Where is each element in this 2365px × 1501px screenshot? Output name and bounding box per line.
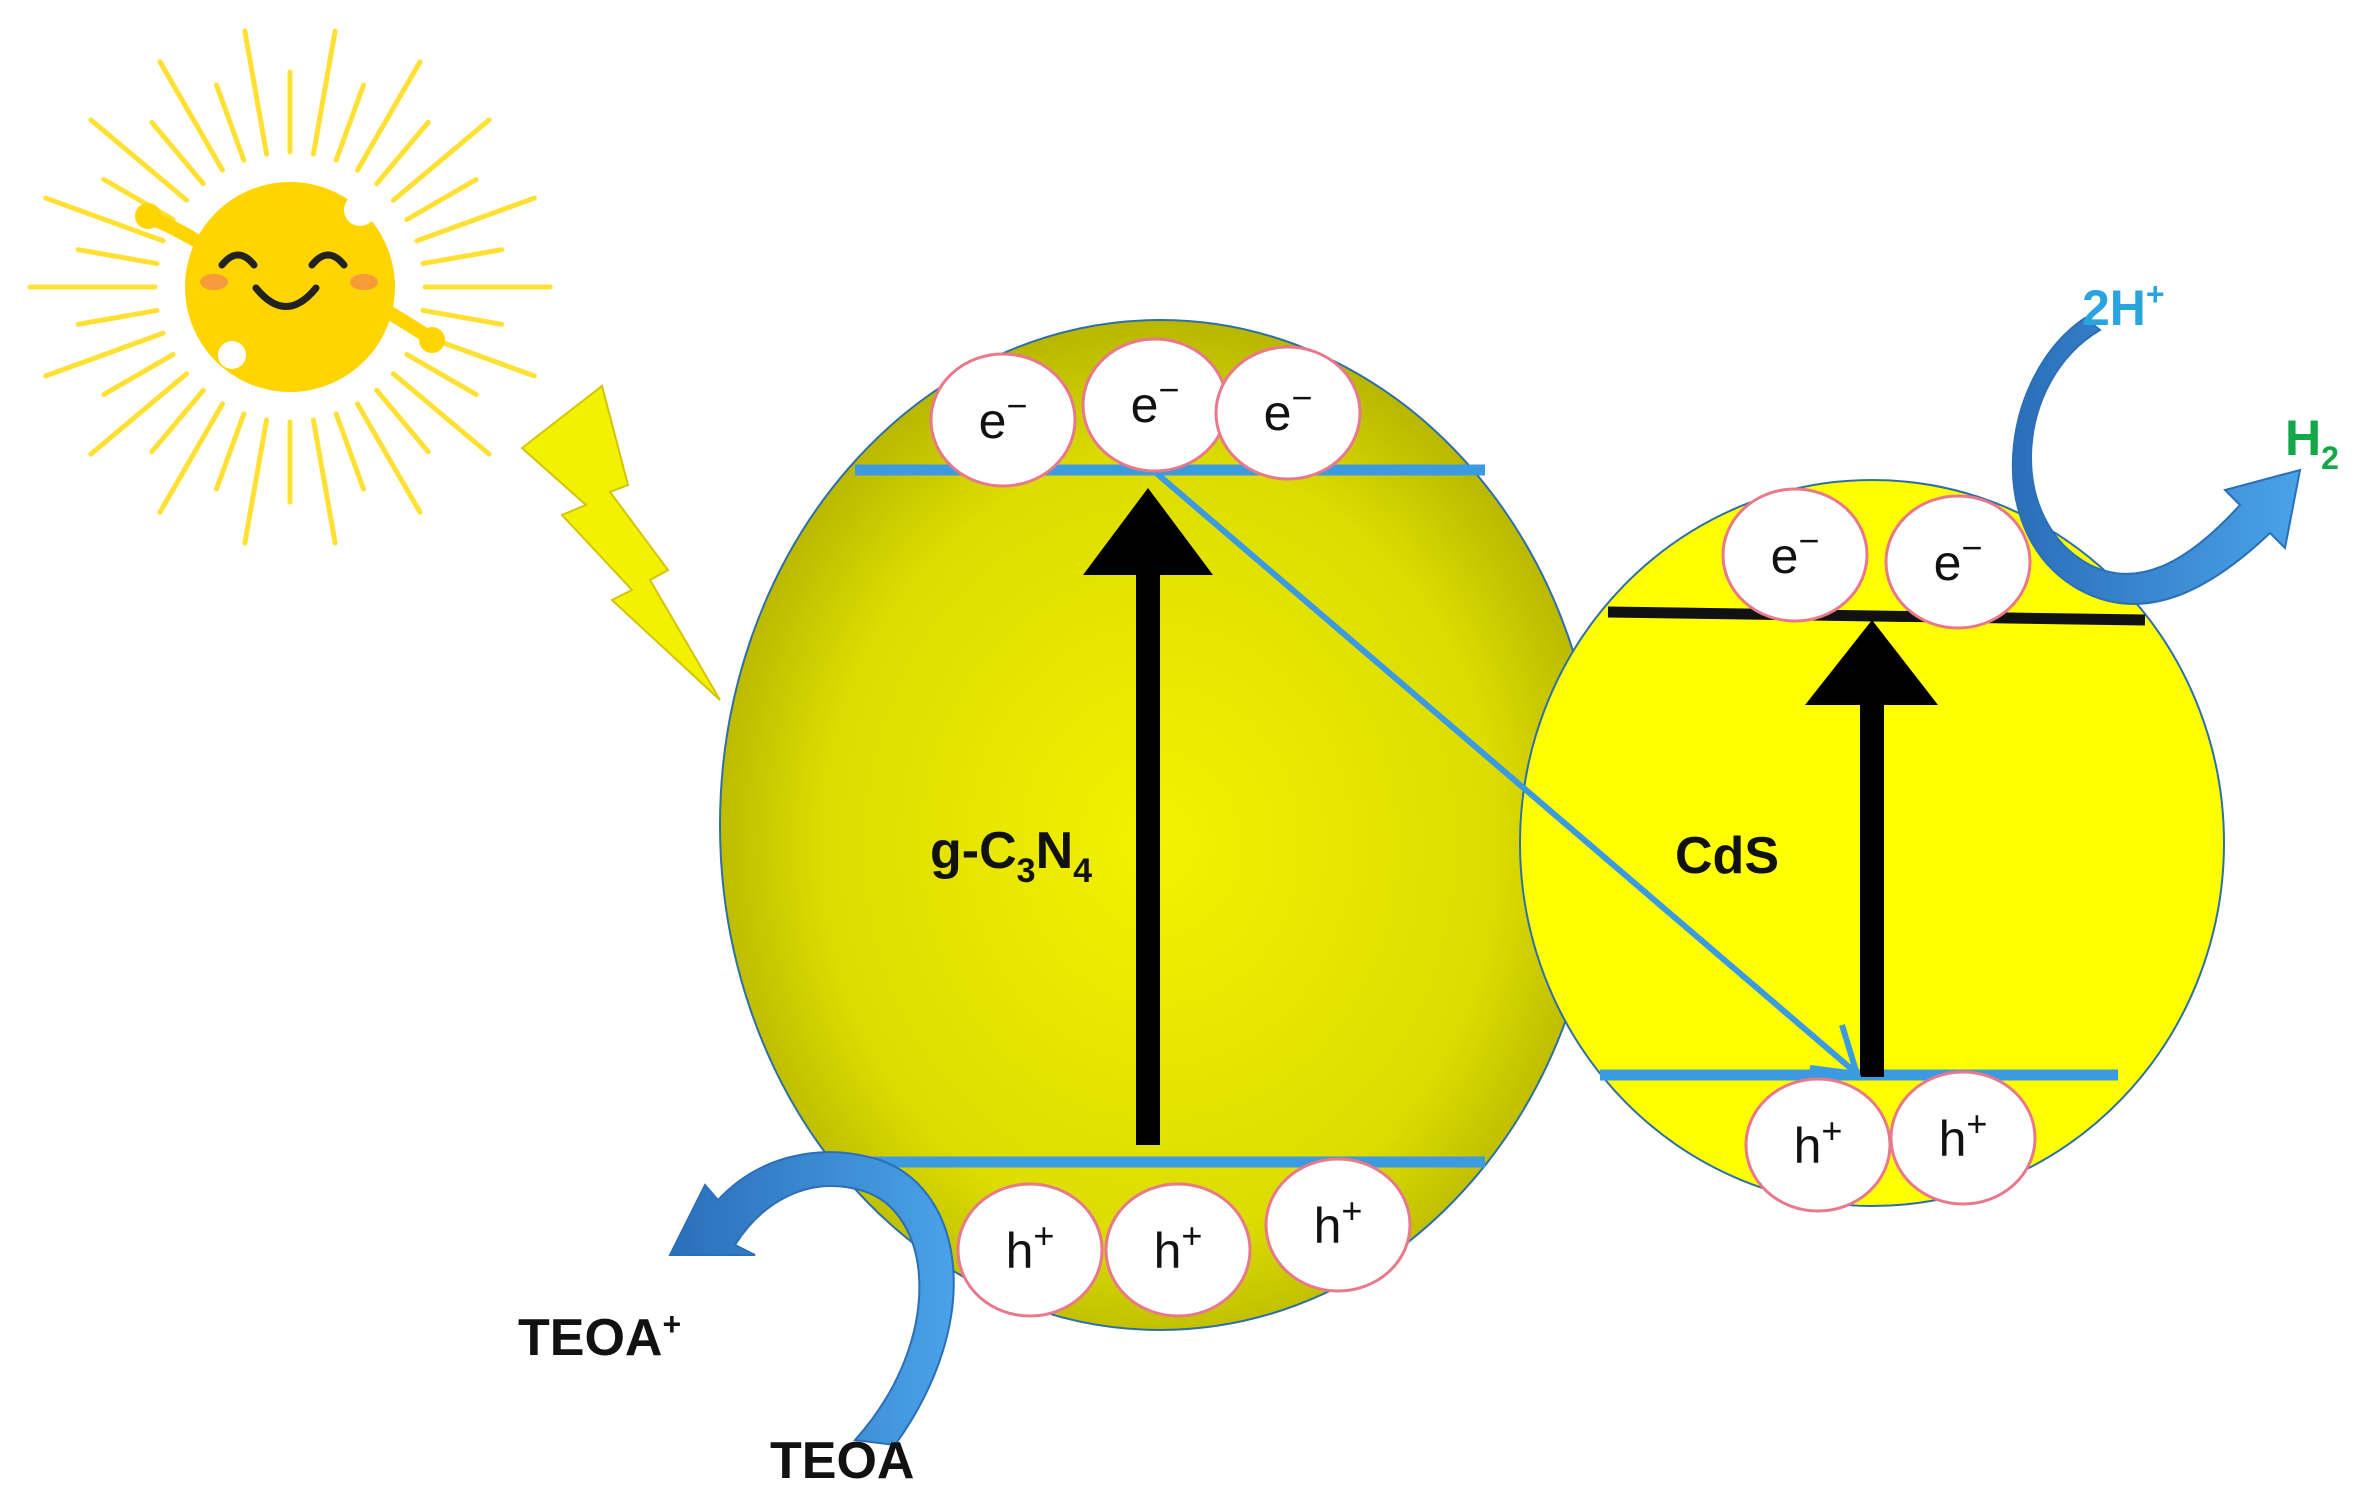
- sun-ray: [75, 247, 160, 267]
- cds-electrons: e− e−: [1721, 487, 2032, 630]
- electron-bubble: e−: [1884, 494, 2032, 630]
- svg-text:h+: h+: [1794, 1110, 1843, 1174]
- two-h-plus-label: 2H+: [2082, 276, 2165, 336]
- h2-label: H2: [2285, 410, 2339, 476]
- svg-text:h+: h+: [1939, 1103, 1988, 1167]
- electron-bubble: e−: [1081, 337, 1229, 473]
- hole-bubble: h+: [1264, 1157, 1412, 1293]
- sun-ray: [149, 387, 206, 455]
- sun-ray: [88, 371, 190, 457]
- sun-ray: [333, 411, 367, 492]
- sun-ray: [213, 82, 247, 163]
- gcn-holes: h+ h+ h+: [956, 1157, 1412, 1318]
- sun-ray: [374, 119, 431, 187]
- teoa-plus-label: TEOA+: [518, 1306, 681, 1367]
- svg-text:e−: e−: [979, 385, 1028, 449]
- hole-bubble: h+: [1889, 1070, 2037, 1206]
- svg-text:h+: h+: [1314, 1190, 1363, 1254]
- sun-ray: [75, 307, 160, 327]
- sun-ray: [355, 59, 423, 173]
- sun-ray: [310, 28, 338, 157]
- gcn-label: g-C3N4: [930, 822, 1092, 890]
- sun-ray: [101, 352, 176, 397]
- gcn-electrons: e− e− e−: [929, 337, 1362, 488]
- sun-ray: [420, 247, 505, 267]
- cds-label: CdS: [1675, 827, 1779, 885]
- sun-ray: [213, 411, 247, 492]
- hydrogen-evolution-arrow: [2011, 316, 2302, 605]
- sun-ray: [242, 417, 270, 546]
- sun-ray: [88, 117, 190, 203]
- sun-ray: [420, 307, 505, 327]
- sun-ray: [404, 177, 479, 222]
- sun-ray: [149, 119, 206, 187]
- sun-ray: [355, 401, 423, 515]
- sacrificial-agent-arrow: [668, 1151, 955, 1447]
- svg-text:e−: e−: [1934, 527, 1983, 591]
- electron-bubble: e−: [1721, 487, 1869, 623]
- hole-bubble: h+: [956, 1182, 1104, 1318]
- svg-text:h+: h+: [1006, 1215, 1055, 1279]
- sun-ray: [390, 371, 492, 457]
- teoa-label: TEOA: [770, 1432, 914, 1490]
- lightning-bolt-icon: [520, 384, 721, 701]
- sun-ray: [101, 177, 176, 222]
- sun-ray: [242, 28, 270, 157]
- sun-ray: [157, 59, 225, 173]
- sun-ray: [333, 82, 367, 163]
- svg-text:e−: e−: [1771, 520, 1820, 584]
- hole-bubble: h+: [1104, 1182, 1252, 1318]
- sun-ray: [43, 330, 166, 379]
- sun-ray: [414, 195, 537, 244]
- sun-ray: [43, 195, 166, 244]
- svg-text:e−: e−: [1131, 369, 1180, 433]
- cds-holes: h+ h+: [1744, 1070, 2037, 1213]
- electron-transfer-arrow: [1153, 469, 1862, 1078]
- sun-icon: [27, 28, 553, 546]
- sun-ray: [390, 117, 492, 203]
- electron-bubble: e−: [929, 352, 1077, 488]
- svg-text:e−: e−: [1264, 377, 1313, 441]
- hole-bubble: h+: [1744, 1077, 1892, 1213]
- sun-ray: [157, 401, 225, 515]
- svg-text:h+: h+: [1154, 1215, 1203, 1279]
- sun-ray: [374, 387, 431, 455]
- sun-ray: [404, 352, 479, 397]
- sun-ray: [310, 417, 338, 546]
- cds-excitation-arrow: [1805, 620, 1938, 1077]
- cds-conduction-band: [1607, 606, 2146, 626]
- electron-bubble: e−: [1214, 345, 1362, 481]
- gcn-excitation-arrow: [1083, 488, 1213, 1145]
